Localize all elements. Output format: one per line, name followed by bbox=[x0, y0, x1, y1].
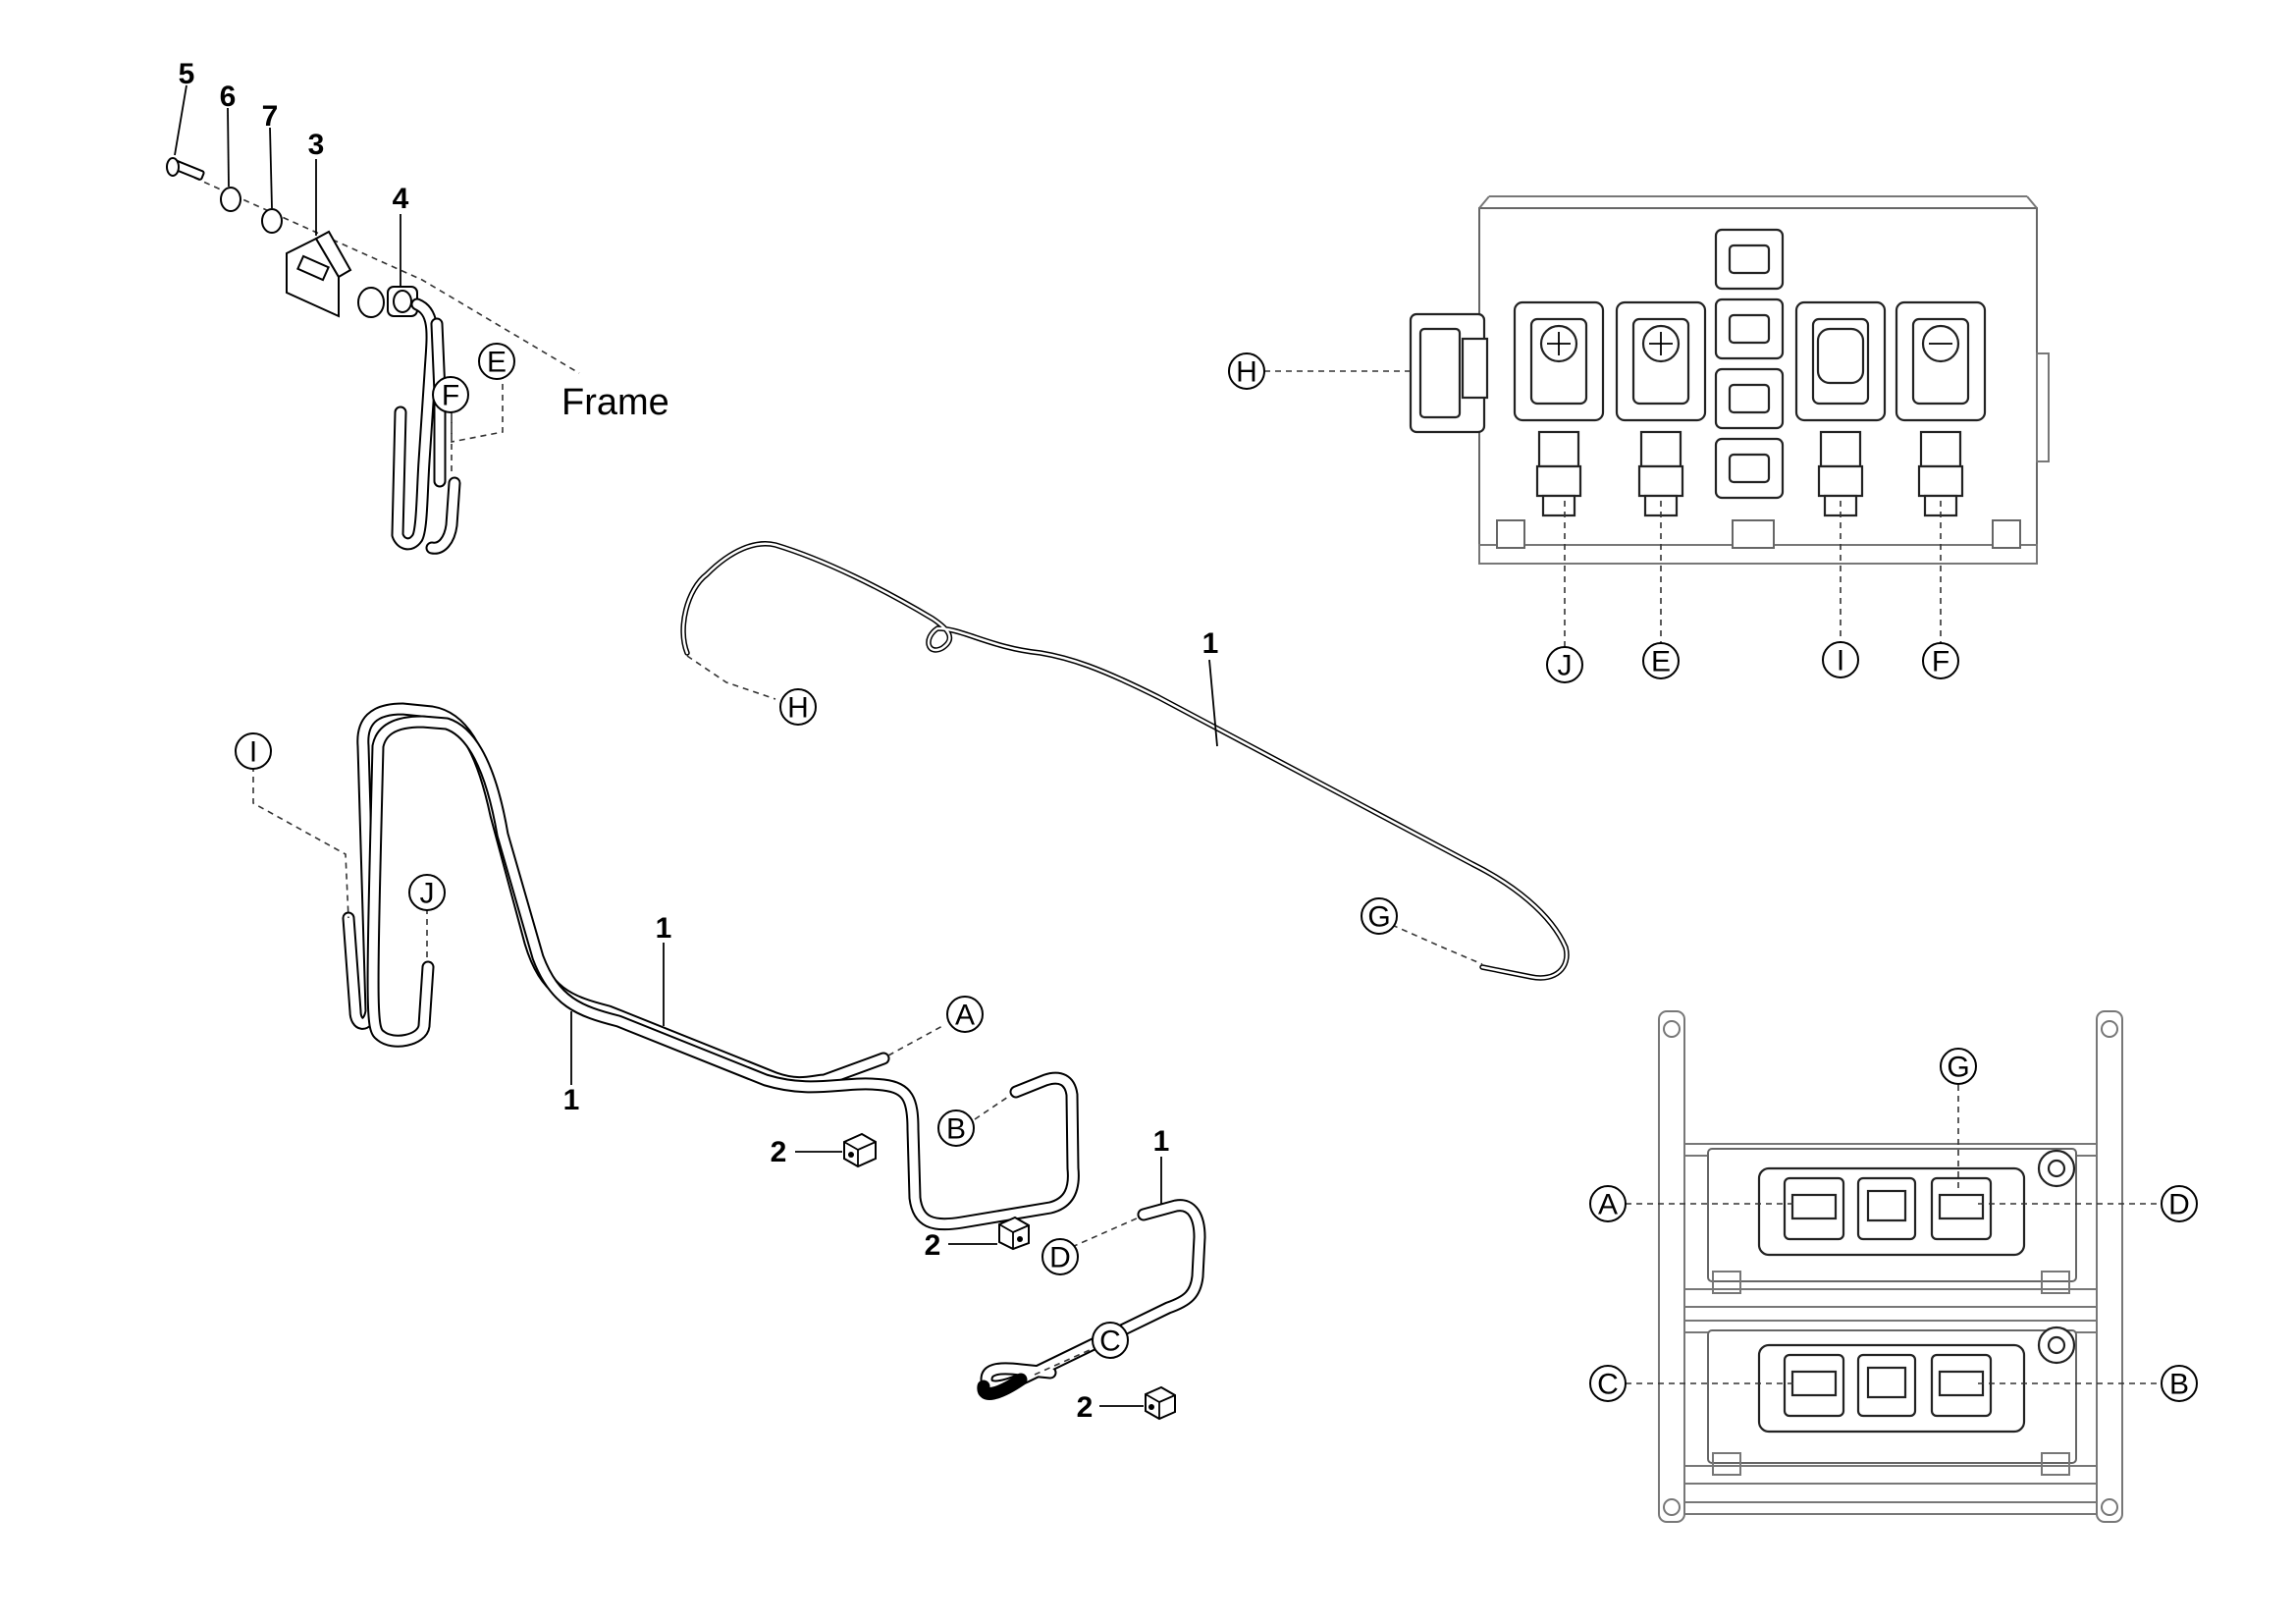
item-number-hose-long: 1 bbox=[1202, 627, 1219, 660]
item-number-washer: 7 bbox=[262, 100, 279, 133]
svg-text:A: A bbox=[955, 1000, 975, 1032]
callout-c-hose: C bbox=[1092, 1322, 1129, 1359]
item-number-clamp-1: 2 bbox=[771, 1136, 787, 1168]
manifold-port-i bbox=[1794, 300, 1887, 517]
clamp-3 bbox=[1099, 1385, 1176, 1421]
callout-j-manifold: J bbox=[1546, 646, 1583, 683]
callout-h-hose: H bbox=[779, 688, 817, 726]
long-hose bbox=[680, 541, 1570, 981]
svg-text:D: D bbox=[2168, 1189, 2190, 1221]
fitting-part bbox=[357, 286, 418, 318]
svg-text:H: H bbox=[787, 692, 809, 725]
svg-text:F: F bbox=[442, 380, 459, 412]
manifold-block bbox=[1264, 195, 2050, 648]
callout-g-hose: G bbox=[1361, 897, 1398, 935]
callout-f-manifold: F bbox=[1922, 642, 1959, 679]
item-number-fitting: 4 bbox=[393, 183, 409, 215]
callout-h-manifold: H bbox=[1228, 352, 1265, 390]
manifold-center-ports bbox=[1714, 228, 1785, 500]
hose-bundle-i-j-a bbox=[252, 702, 1080, 1231]
callout-i-manifold: I bbox=[1822, 641, 1859, 678]
item-number-hose-bundle-upper: 1 bbox=[656, 912, 672, 945]
item-number-hose-d-c: 1 bbox=[1153, 1125, 1170, 1158]
upper-battery-connectors bbox=[1757, 1149, 2076, 1257]
callout-a-rack: A bbox=[1589, 1185, 1627, 1222]
fitting-assembly bbox=[166, 84, 580, 555]
item-number-bolt: 5 bbox=[179, 58, 195, 90]
bolt-part bbox=[166, 157, 205, 181]
item-number-lock-washer: 6 bbox=[220, 81, 237, 113]
svg-text:H: H bbox=[1236, 356, 1257, 389]
svg-text:G: G bbox=[1947, 1052, 1969, 1084]
item-number-clamp-2: 2 bbox=[925, 1229, 941, 1262]
svg-text:I: I bbox=[249, 736, 257, 769]
manifold-port-e bbox=[1615, 300, 1707, 517]
callout-d-hose: D bbox=[1041, 1238, 1079, 1275]
callout-j-hose: J bbox=[408, 874, 446, 911]
callout-i-hose: I bbox=[235, 732, 272, 770]
bracket-part bbox=[286, 230, 352, 318]
manifold-port-f bbox=[1895, 300, 1987, 517]
item-number-hose-bundle-lower: 1 bbox=[563, 1084, 580, 1116]
washer-part bbox=[261, 208, 283, 234]
callout-e-fitting: E bbox=[478, 343, 515, 380]
battery-rack bbox=[1626, 1010, 2162, 1523]
svg-text:B: B bbox=[946, 1113, 966, 1146]
manifold-port-j bbox=[1513, 300, 1605, 517]
lower-battery-connectors bbox=[1757, 1326, 2076, 1434]
lock-washer-part bbox=[220, 187, 241, 212]
svg-text:C: C bbox=[1099, 1326, 1121, 1358]
item-number-clamp-3: 2 bbox=[1077, 1391, 1094, 1424]
svg-text:G: G bbox=[1367, 901, 1390, 934]
svg-text:D: D bbox=[1049, 1242, 1071, 1274]
clamp-2 bbox=[948, 1216, 1030, 1251]
svg-text:J: J bbox=[420, 878, 435, 910]
hose-d-c bbox=[977, 1157, 1206, 1400]
callout-e-manifold: E bbox=[1642, 642, 1680, 679]
svg-text:F: F bbox=[1932, 646, 1949, 678]
svg-text:I: I bbox=[1837, 645, 1844, 677]
clamp-1 bbox=[795, 1132, 877, 1168]
svg-text:C: C bbox=[1597, 1369, 1619, 1401]
svg-text:E: E bbox=[487, 347, 507, 379]
callout-f-fitting: F bbox=[432, 376, 469, 413]
callout-c-rack: C bbox=[1589, 1365, 1627, 1402]
callout-b-hose: B bbox=[937, 1110, 975, 1147]
callout-g-rack: G bbox=[1940, 1048, 1977, 1085]
item-number-bracket: 3 bbox=[308, 129, 325, 161]
callout-d-rack: D bbox=[2161, 1185, 2198, 1222]
callout-b-rack: B bbox=[2161, 1365, 2198, 1402]
svg-text:B: B bbox=[2169, 1369, 2189, 1401]
svg-text:A: A bbox=[1598, 1189, 1618, 1221]
svg-text:J: J bbox=[1558, 650, 1573, 682]
callout-a-hose: A bbox=[946, 996, 984, 1033]
svg-text:E: E bbox=[1651, 646, 1671, 678]
frame-label: Frame bbox=[561, 382, 669, 423]
